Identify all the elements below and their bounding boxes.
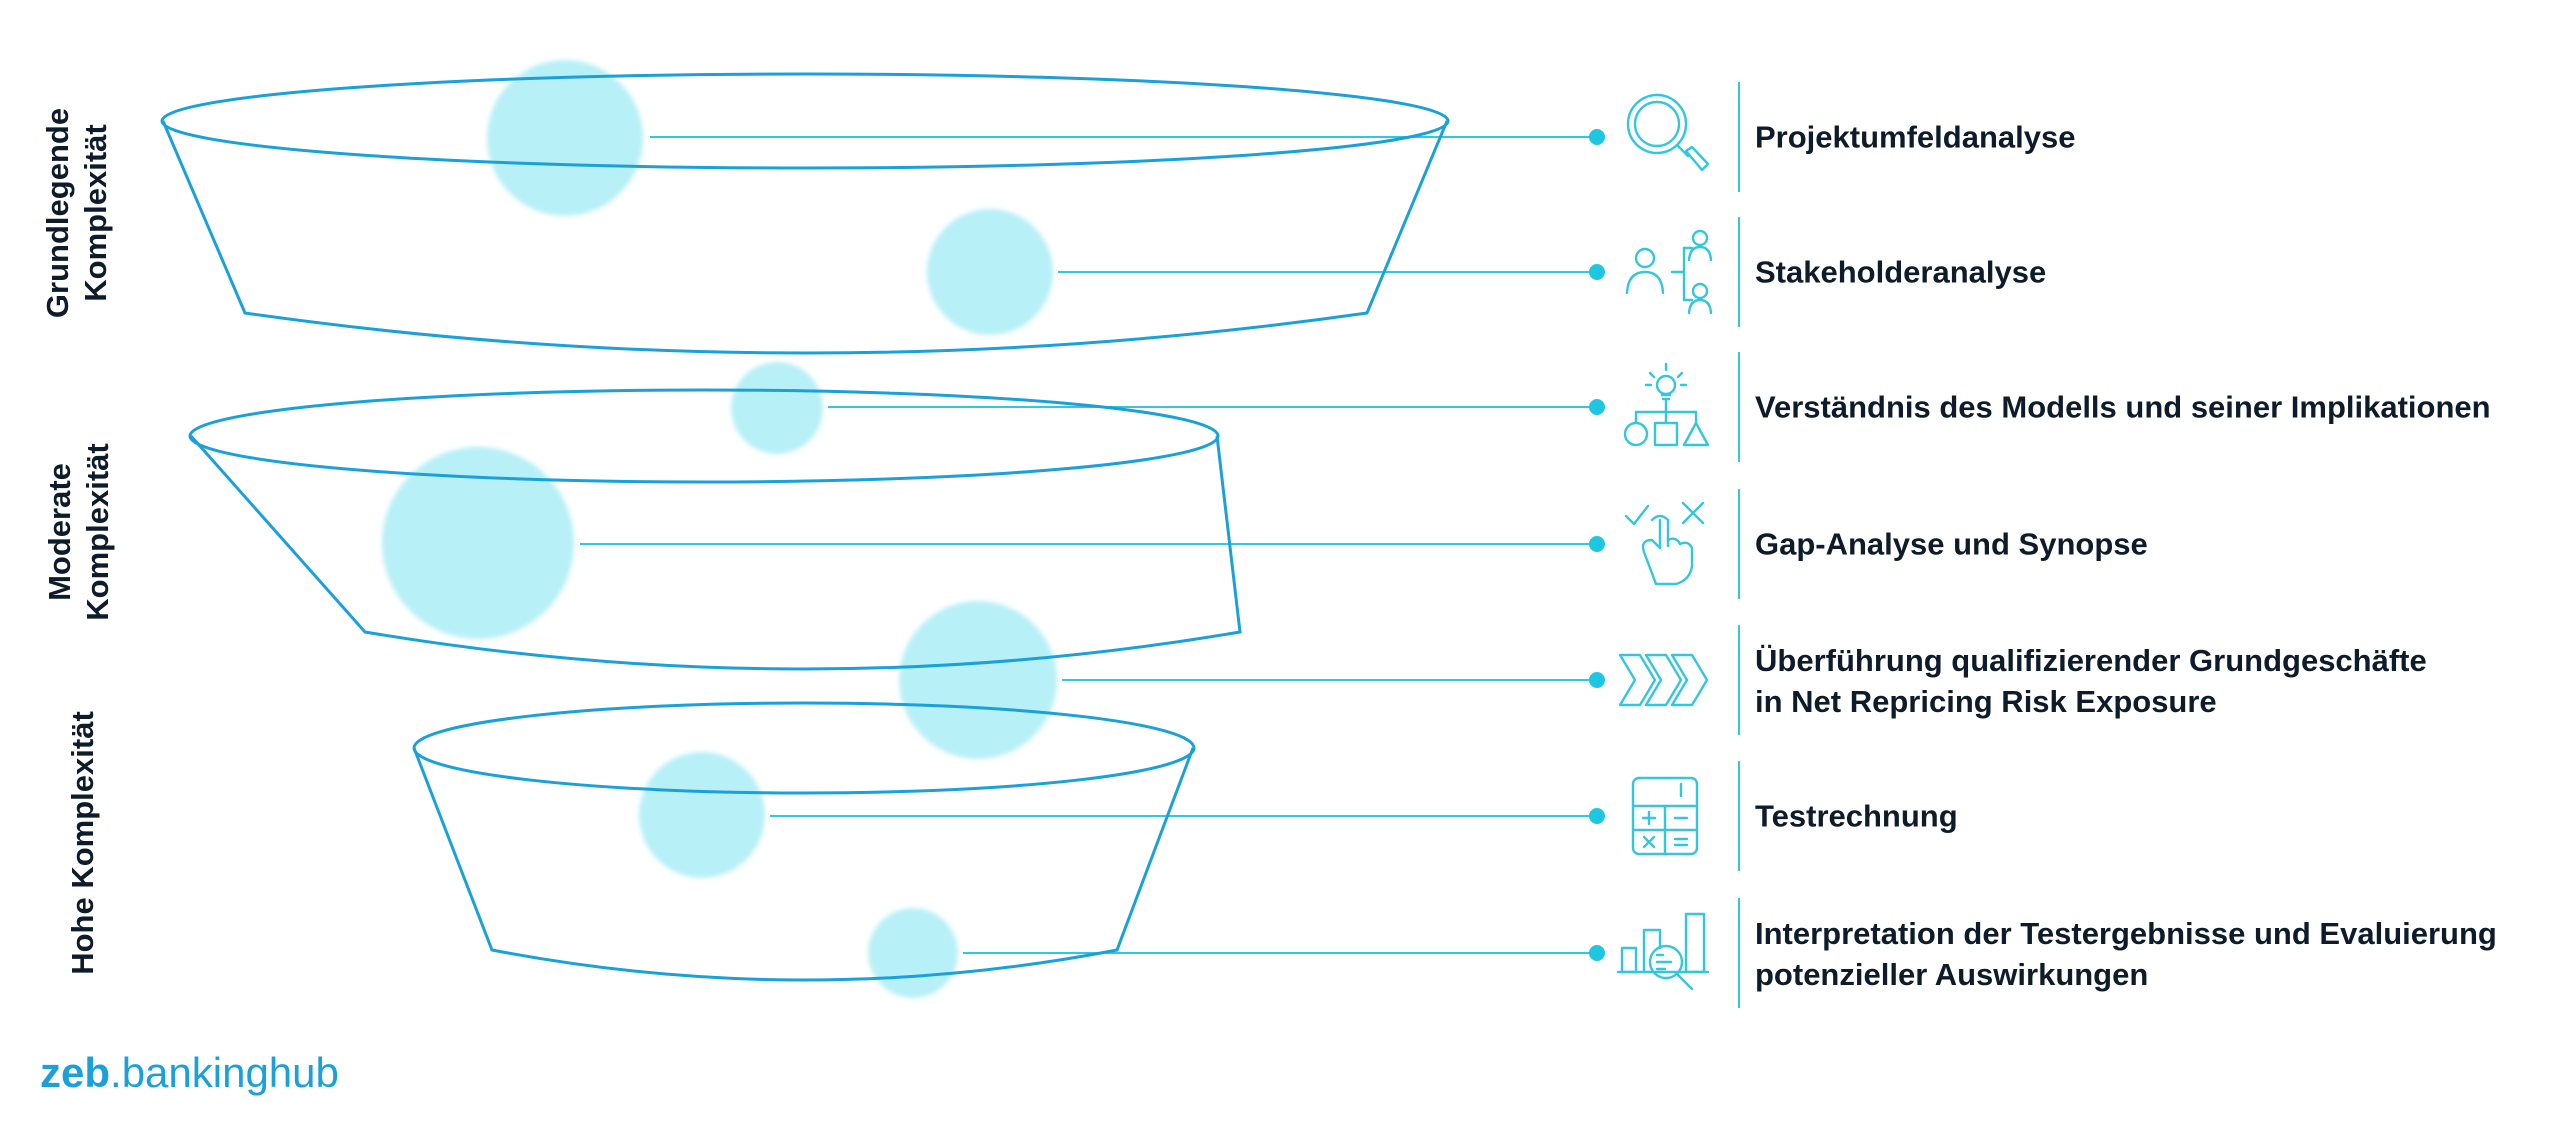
level-label-line: Grundlegende: [40, 107, 75, 319]
bubble: [927, 209, 1053, 335]
level-label-line: Hohe Komplexität: [65, 711, 100, 975]
step-text: in Net Repricing Risk Exposure: [1755, 684, 2217, 719]
level-label-line: Komplexität: [78, 124, 113, 302]
connector-dot: [1589, 945, 1605, 961]
bubble: [899, 601, 1057, 759]
connector-dot: [1589, 399, 1605, 415]
chevrons-icon: [1618, 653, 1709, 707]
step-text: Stakeholderanalyse: [1755, 254, 2047, 290]
step-label-2: Stakeholderanalyse: [1755, 252, 2046, 293]
step-text: Interpretation der Testergebnisse und Ev…: [1755, 916, 2497, 951]
step-text: Überführung qualifizierender Grundgeschä…: [1755, 643, 2427, 678]
level-label-line: Moderate: [42, 463, 77, 601]
bubble: [487, 60, 643, 216]
bubbles: [382, 60, 1057, 998]
step-text: Gap-Analyse und Synopse: [1755, 526, 2148, 562]
connector-dot: [1589, 808, 1605, 824]
step-text: Testrechnung: [1755, 798, 1958, 834]
level-label-high: Hohe Komplexität: [64, 711, 102, 975]
bubble: [731, 362, 823, 454]
model-structure-icon: [1623, 362, 1710, 447]
funnel-basic: [160, 72, 1450, 355]
step-label-1: Projektumfeldanalyse: [1755, 117, 2075, 158]
connectors: [580, 136, 1595, 954]
step-label-4: Gap-Analyse und Synopse: [1755, 524, 2148, 565]
step-label-5: Überführung qualifizierender Grundgeschä…: [1755, 640, 2427, 722]
logo-brand: zeb: [40, 1049, 111, 1096]
chart-magnifier-icon: [1616, 912, 1710, 991]
step-label-3: Verständnis des Modells und seiner Impli…: [1755, 387, 2491, 428]
level-label-moderate: Moderate Komplexität: [41, 443, 117, 620]
connector-dots: [1589, 129, 1605, 961]
magnifier-icon: [1626, 93, 1710, 172]
funnel-moderate: [188, 388, 1242, 671]
zeb-bankinghub-logo: zeb.bankinghub: [40, 1048, 339, 1098]
connector-dot: [1589, 264, 1605, 280]
icons: [1616, 93, 1713, 991]
funnels: [160, 72, 1450, 982]
bubble: [382, 447, 574, 639]
step-text: Projektumfeldanalyse: [1755, 119, 2076, 155]
step-label-7: Interpretation der Testergebnisse und Ev…: [1755, 913, 2497, 995]
calculator-icon: [1631, 776, 1699, 856]
level-label-line: Komplexität: [80, 443, 115, 621]
level-label-basic: Grundlegende Komplexität: [39, 108, 115, 318]
logo-product: bankinghub: [121, 1049, 339, 1096]
check-cross-hand-icon: [1624, 501, 1705, 586]
step-text: Verständnis des Modells und seiner Impli…: [1755, 389, 2491, 425]
funnel-high: [412, 701, 1196, 982]
stakeholder-icon: [1625, 229, 1713, 315]
logo-dot: .: [110, 1049, 122, 1096]
connector-dot: [1589, 129, 1605, 145]
bubble: [868, 908, 958, 998]
bubble: [639, 752, 765, 878]
step-label-6: Testrechnung: [1755, 796, 1958, 837]
step-text: potenzieller Auswirkungen: [1755, 957, 2149, 992]
connector-dot: [1589, 672, 1605, 688]
connector-dot: [1589, 536, 1605, 552]
